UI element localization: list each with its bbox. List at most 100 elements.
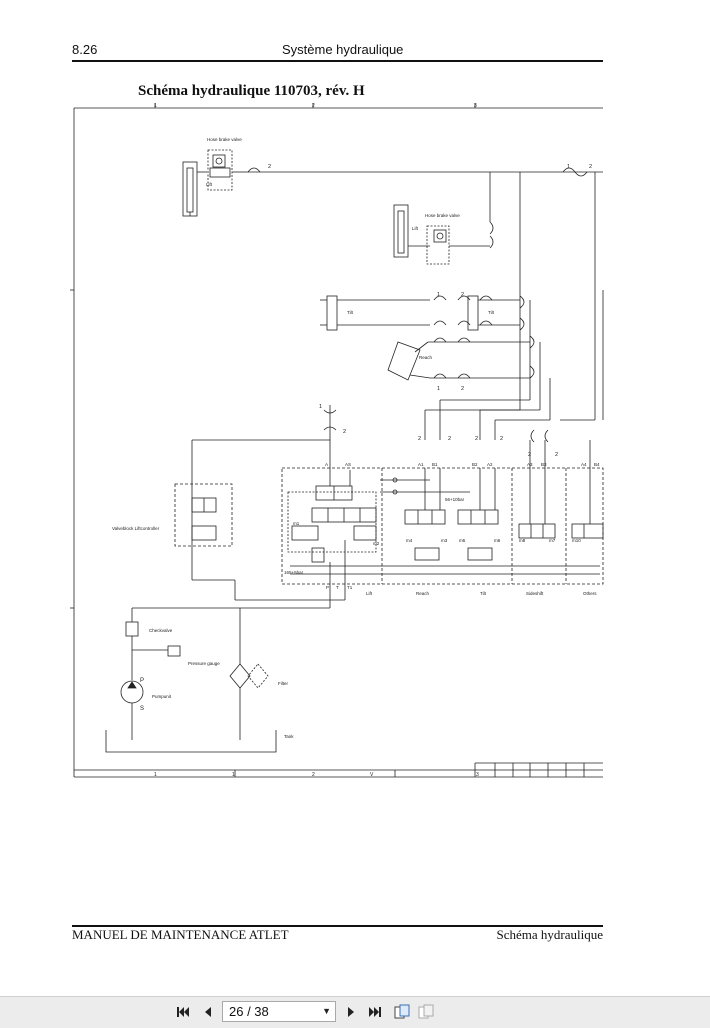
schematic-title: Schéma hydraulique 110703, rév. H	[138, 83, 365, 99]
next-page-icon	[348, 1007, 354, 1017]
conn-label: 1	[319, 404, 322, 410]
section-label: Lift	[366, 591, 373, 596]
conn-label: 2	[500, 436, 503, 442]
pump-port: P	[140, 678, 144, 684]
magnet-label: m4	[406, 538, 413, 543]
valveblock-liftcontroller	[174, 483, 233, 547]
section-label: Sideshift	[526, 591, 544, 596]
manual-title: MANUEL DE MAINTENANCE ATLET	[72, 927, 289, 942]
port-label: B2	[472, 462, 478, 467]
last-page-button[interactable]	[367, 1004, 383, 1020]
page-number-select[interactable]: 26 / 38 ▼	[222, 1001, 336, 1022]
page-indicator: 26 / 38	[229, 1004, 269, 1019]
tilt-cylinder-2	[467, 295, 520, 331]
magnet-label: m8	[519, 538, 526, 543]
section-number: 8.26	[72, 42, 98, 57]
conn-label: 1	[567, 164, 570, 170]
hose-brake-valve-label: Hose brake valve	[207, 137, 242, 142]
grid-label: 2	[312, 772, 315, 778]
valveblock-label: Valveblock Liftcontroller	[112, 526, 160, 531]
section-label: Tilt	[480, 591, 487, 596]
first-page-button[interactable]	[175, 1004, 191, 1020]
drawing-frame	[70, 103, 603, 778]
rv-label: 165+5bar	[284, 570, 304, 575]
conn-label: 2	[418, 436, 421, 442]
hose-brake-valve-1	[207, 149, 248, 191]
magnet-label: m5	[459, 538, 466, 543]
port-label: B1	[432, 462, 438, 467]
port-label: A	[325, 462, 328, 467]
port-label: A3	[527, 462, 533, 467]
valve-block	[281, 429, 604, 585]
fit-width-icon	[418, 1004, 434, 1019]
magnet-label: m10	[572, 538, 581, 543]
pump-label: Pumpunit	[152, 694, 172, 699]
fit-page-icon	[394, 1004, 410, 1019]
next-page-button[interactable]	[343, 1004, 359, 1020]
footer-rule	[72, 925, 603, 927]
conn-label: 2	[475, 436, 478, 442]
document-page: 8.26 Système hydraulique Schéma hydrauli…	[0, 0, 710, 996]
port-label: A1	[418, 462, 424, 467]
magnet-label: m1	[293, 521, 300, 526]
header-rule	[72, 60, 603, 62]
chapter-name: Schéma hydraulique	[496, 927, 604, 942]
filter-label: Filter	[278, 681, 289, 686]
lift-cylinder-1	[182, 161, 207, 217]
magnet-label: m7	[549, 538, 556, 543]
section-label: Others	[583, 591, 597, 596]
tank-label: Tank	[284, 734, 294, 739]
grid-label: V	[370, 772, 374, 778]
pump-unit	[105, 584, 346, 753]
grid-label: 1	[154, 772, 157, 778]
tilt-label-2: Tilt	[488, 310, 495, 315]
last-page-icon	[369, 1007, 381, 1017]
conn-label: 2	[589, 164, 592, 170]
first-page-icon	[177, 1007, 189, 1017]
conn-label: 2	[448, 436, 451, 442]
conn-label: 1	[437, 386, 440, 392]
previous-page-button[interactable]	[200, 1004, 216, 1020]
hydraulic-schematic: 1 2 3 1 1 2 V 3 Hose brake valve Lift	[70, 103, 604, 778]
lift-cylinder-2	[393, 204, 490, 265]
fit-page-button[interactable]	[394, 1004, 410, 1020]
port-label: A4	[581, 462, 587, 467]
port-label: B3	[541, 462, 547, 467]
magnet-label: m3	[441, 538, 448, 543]
bottom-port: T1	[347, 585, 353, 590]
grid-label: 3	[474, 103, 477, 109]
grid-label: 3	[476, 772, 479, 778]
port-label: A2	[487, 462, 493, 467]
port-label: AS	[345, 462, 351, 467]
conn-label: 2	[268, 164, 271, 170]
bottom-port: T	[336, 585, 339, 590]
conn-label: 2	[461, 386, 464, 392]
conn-label: 1	[437, 292, 440, 298]
viewer-toolbar: 26 / 38 ▼	[0, 996, 710, 1028]
previous-page-icon	[205, 1007, 211, 1017]
reach-cylinder	[387, 341, 530, 381]
grid-label: 2	[312, 103, 315, 109]
pump-port: S	[140, 706, 144, 712]
reach-label: Reach	[419, 355, 433, 360]
lift-label-2: Lift	[412, 226, 419, 231]
conn-label: 2	[555, 452, 558, 458]
conn-label: 2	[528, 452, 531, 458]
checkvalve-label: Checkvalve	[149, 628, 173, 633]
pressure-gauge-label: Pressure gauge	[188, 661, 220, 666]
pressure-lines	[191, 167, 604, 600]
chevron-down-icon: ▼	[322, 1006, 331, 1016]
tilt-cylinder-1	[320, 295, 430, 331]
section-title: Système hydraulique	[282, 42, 404, 57]
section-label: Reach	[416, 591, 430, 596]
hose-brake-valve-label-2: Hose brake valve	[425, 213, 460, 218]
conn-label: 2	[343, 429, 346, 435]
port-label: B4	[594, 462, 600, 467]
magnet-label: m2	[373, 541, 380, 546]
bottom-port: P	[326, 585, 329, 590]
fit-width-button[interactable]	[418, 1004, 434, 1020]
grid-label: 1	[232, 772, 235, 778]
conn-label: 2	[461, 292, 464, 298]
tilt-label: Tilt	[347, 310, 354, 315]
grid-label: 1	[154, 103, 157, 109]
